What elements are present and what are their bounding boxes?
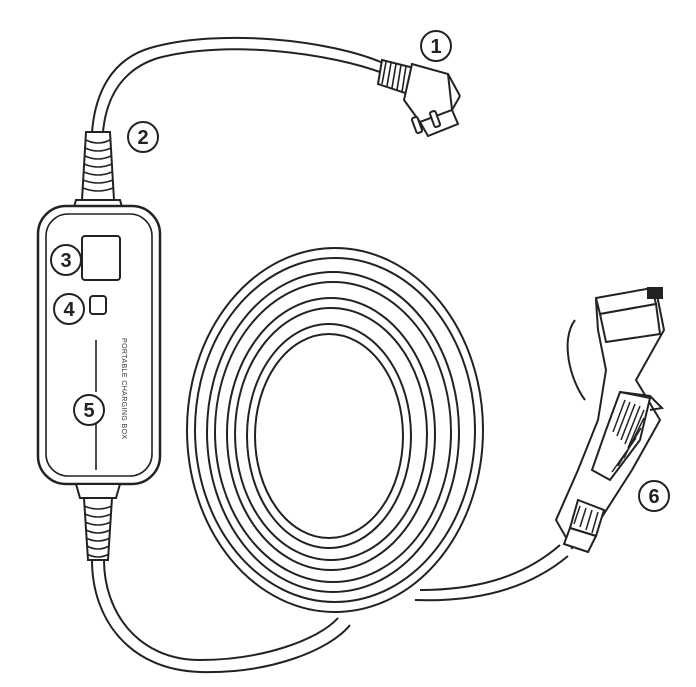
callout-4: 4 <box>53 293 85 325</box>
cable-coil <box>186 247 586 613</box>
box-printed-label: PORTABLE CHARGING BOX <box>120 338 127 440</box>
schuko-plug <box>376 58 461 138</box>
upper-strain-relief <box>70 131 126 215</box>
callout-2: 2 <box>127 121 159 153</box>
callout-5: 5 <box>73 394 105 426</box>
svg-text:6: 6 <box>648 486 659 508</box>
status-display <box>81 235 121 281</box>
callout-1: 1 <box>420 30 452 62</box>
svg-text:1: 1 <box>430 36 441 58</box>
lower-cable <box>91 559 351 674</box>
svg-text:5: 5 <box>83 400 94 422</box>
type2-connector <box>554 286 666 554</box>
callout-6: 6 <box>638 480 670 512</box>
lower-strain-relief <box>74 483 122 561</box>
control-button <box>89 295 107 315</box>
callout-3: 3 <box>50 244 82 276</box>
svg-text:4: 4 <box>63 299 75 321</box>
svg-text:3: 3 <box>60 250 71 272</box>
upper-cable <box>91 36 389 133</box>
svg-text:2: 2 <box>137 127 148 149</box>
